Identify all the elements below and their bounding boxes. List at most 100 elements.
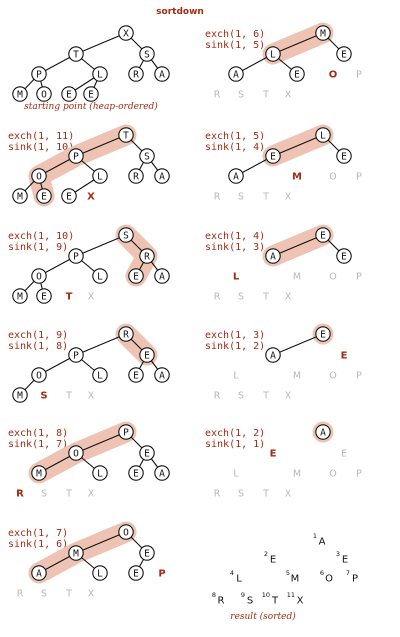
tree-edge — [272, 32, 324, 55]
node-key: M — [36, 468, 42, 479]
removed-max-key: E — [341, 351, 348, 362]
sorted-key-gray: P — [356, 469, 362, 480]
node-circle — [139, 445, 155, 461]
node-key: O — [41, 89, 47, 100]
tree-node: E — [139, 545, 155, 561]
node-circle — [128, 465, 144, 481]
removed-max-key: P — [158, 569, 165, 580]
node-circle — [128, 168, 144, 184]
node-key: P — [123, 427, 129, 438]
node-circle — [92, 268, 108, 284]
operation-label: exch(1, 7) — [8, 528, 68, 539]
node-circle — [31, 268, 47, 284]
node-key: E — [133, 568, 139, 579]
sorted-key-gray: O — [329, 272, 336, 283]
sorted-key-gray: E — [341, 449, 347, 460]
panel-caption: starting point (heap-ordered) — [24, 101, 158, 112]
node-circle — [336, 148, 352, 164]
sorted-key-gray: T — [262, 292, 269, 303]
tree-node: E — [289, 66, 305, 82]
sorted-key-gray: T — [65, 489, 72, 500]
node-circle — [61, 86, 77, 102]
node-key: S — [144, 49, 150, 60]
operation-label: sink(1, 1) — [205, 439, 265, 450]
node-circle — [265, 248, 281, 264]
node-circle — [68, 545, 84, 561]
node-circle — [31, 168, 47, 184]
sorted-key-gray: S — [238, 192, 244, 203]
operation-label: sink(1, 3) — [205, 242, 265, 253]
tree-node: L — [315, 127, 331, 143]
node-key: M — [17, 89, 23, 100]
node-circle — [68, 46, 84, 62]
sorted-key-gray: O — [329, 371, 336, 382]
tree-node: M — [315, 25, 331, 41]
tree-node: R — [128, 168, 144, 184]
node-circle — [228, 66, 244, 82]
removed-max-key: S — [40, 391, 47, 402]
tree-node: E — [128, 268, 144, 284]
node-circle — [289, 66, 305, 82]
sorted-key: P — [352, 574, 358, 585]
sorted-key-gray: S — [41, 589, 47, 600]
sorted-key: E — [270, 555, 276, 566]
tree-node: A — [228, 168, 244, 184]
tree-node: E — [36, 288, 52, 304]
sorted-index: 5 — [286, 569, 290, 577]
node-key: R — [123, 329, 129, 340]
tree-node: S — [139, 46, 155, 62]
node-key: A — [159, 468, 165, 479]
sorted-key: A — [319, 537, 326, 548]
operation-label: sink(1, 2) — [205, 341, 265, 352]
node-circle — [154, 66, 170, 82]
node-key: M — [73, 548, 79, 559]
node-key: P — [73, 350, 79, 361]
node-circle — [128, 268, 144, 284]
node-key: O — [123, 527, 129, 538]
node-key: A — [159, 171, 165, 182]
tree-node: E — [128, 465, 144, 481]
tree-node: P — [68, 248, 84, 264]
node-circle — [154, 465, 170, 481]
sorted-key-gray: S — [41, 489, 47, 500]
tree-node: E — [336, 46, 352, 62]
node-key: O — [73, 448, 79, 459]
sorted-key-gray: P — [356, 272, 362, 283]
sorted-key-gray: T — [65, 589, 72, 600]
node-circle — [315, 227, 331, 243]
tree-node: O — [31, 268, 47, 284]
node-circle — [31, 66, 47, 82]
sorted-key-gray: X — [88, 292, 95, 303]
node-circle — [12, 86, 28, 102]
node-key: E — [320, 329, 326, 340]
node-circle — [336, 46, 352, 62]
node-key: E — [144, 448, 150, 459]
tree-node: E — [36, 188, 52, 204]
tree-node: P — [68, 347, 84, 363]
sorted-key-gray: T — [262, 90, 269, 101]
node-circle — [36, 288, 52, 304]
node-circle — [68, 347, 84, 363]
tree-edge — [75, 531, 127, 554]
tree-node: O — [118, 524, 134, 540]
node-key: E — [88, 89, 94, 100]
sorted-key-gray: M — [293, 469, 301, 480]
tree-node: L — [92, 465, 108, 481]
node-circle — [265, 148, 281, 164]
node-key: A — [159, 271, 165, 282]
node-circle — [315, 424, 331, 440]
sorted-key-gray: P — [356, 371, 362, 382]
tree-node: T — [118, 127, 134, 143]
node-circle — [118, 326, 134, 342]
node-key: E — [341, 49, 347, 60]
tree-node: E — [265, 148, 281, 164]
sorted-key-gray: R — [214, 391, 221, 402]
tree-node: A — [154, 367, 170, 383]
sorted-index: 2 — [264, 550, 268, 558]
node-key: E — [133, 271, 139, 282]
node-key: A — [233, 171, 239, 182]
